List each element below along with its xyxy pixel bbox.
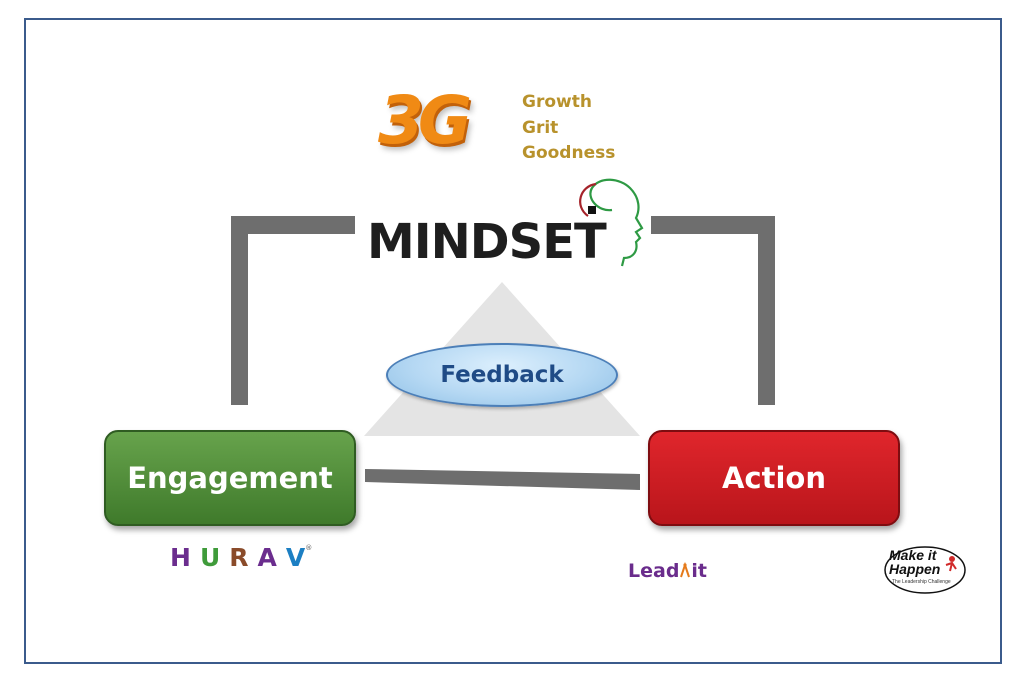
- word-goodness: Goodness: [522, 143, 616, 163]
- engagement-box: Engagement: [104, 430, 356, 526]
- leadit-lead: Lead: [628, 560, 680, 582]
- action-box: Action: [648, 430, 900, 526]
- hurav-letter-h: H: [170, 543, 200, 572]
- feedback-oval: Feedback: [386, 343, 618, 407]
- mih-line2: Happen: [889, 561, 941, 577]
- leadit-spark-icon: [679, 561, 691, 578]
- right-connector-bracket: [651, 216, 775, 405]
- hurav-letter-u: U: [199, 543, 230, 572]
- hurav-logo: HURAV®: [170, 543, 313, 572]
- diagram-frame: [24, 18, 1002, 664]
- mih-tagline: The Leadership Challenge: [892, 579, 951, 585]
- word-grit: Grit: [522, 117, 559, 138]
- make-it-happen-logo: [884, 546, 966, 594]
- head-silhouette-icon: [579, 178, 644, 267]
- 3g-logo: 3G: [378, 82, 472, 159]
- word-growth: Growth: [522, 92, 592, 112]
- hurav-letter-a: A: [257, 543, 286, 572]
- leadit-it: it: [691, 560, 708, 582]
- bottom-connector: [365, 469, 640, 490]
- left-connector-bracket: [231, 216, 355, 405]
- hurav-letter-v: V: [285, 543, 306, 572]
- make-it-happen-text: Make it Happen: [889, 548, 940, 576]
- 3g-words: Growth Grit Goodness: [522, 90, 615, 167]
- mindset-title: MINDSET: [367, 214, 607, 270]
- mih-line1: Make it: [889, 547, 937, 563]
- hurav-letter-r: R: [229, 543, 258, 572]
- hurav-registered-mark: ®: [305, 544, 313, 552]
